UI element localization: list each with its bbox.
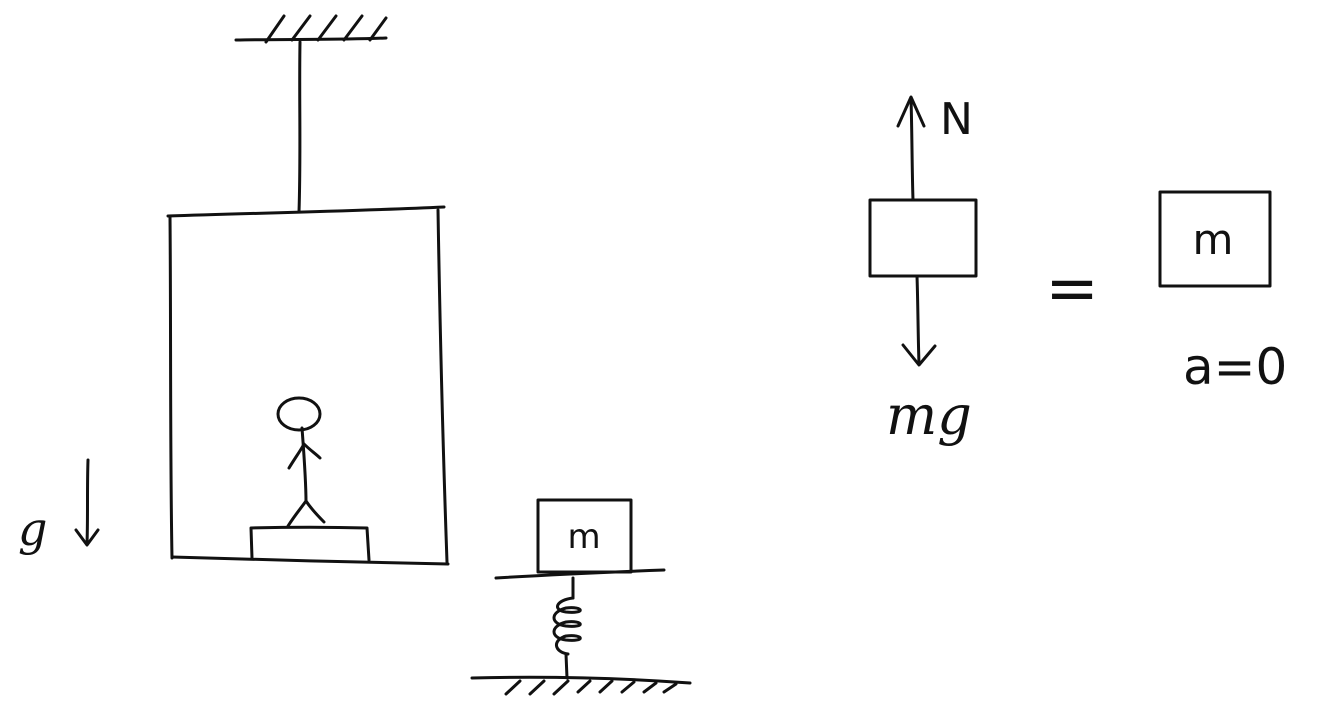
ceiling-support bbox=[234, 14, 388, 44]
acceleration-label: a=0 bbox=[1183, 338, 1287, 396]
floor-scale bbox=[249, 525, 371, 562]
normal-force-arrow-icon bbox=[896, 95, 926, 202]
free-body-block bbox=[868, 198, 978, 278]
equals-sign: = bbox=[1045, 252, 1099, 326]
elevator-box bbox=[166, 205, 450, 566]
gravity-symbol: g bbox=[18, 502, 47, 556]
gravity-indicator: g bbox=[18, 458, 100, 556]
hanging-rope bbox=[297, 40, 302, 214]
weight-arrow-icon bbox=[901, 274, 937, 367]
result-mass-label: m bbox=[1193, 215, 1234, 264]
spring-coil-icon bbox=[552, 596, 582, 656]
spring-block-mass-label: m bbox=[567, 517, 600, 557]
stick-person bbox=[276, 396, 326, 528]
spring-block-system: m bbox=[470, 498, 692, 696]
gravity-arrow-icon bbox=[74, 458, 100, 547]
weight-label: mg bbox=[886, 384, 972, 447]
result-block: m bbox=[1158, 190, 1272, 288]
free-body-diagram: N mg bbox=[868, 94, 978, 447]
normal-force-label: N bbox=[940, 94, 973, 145]
